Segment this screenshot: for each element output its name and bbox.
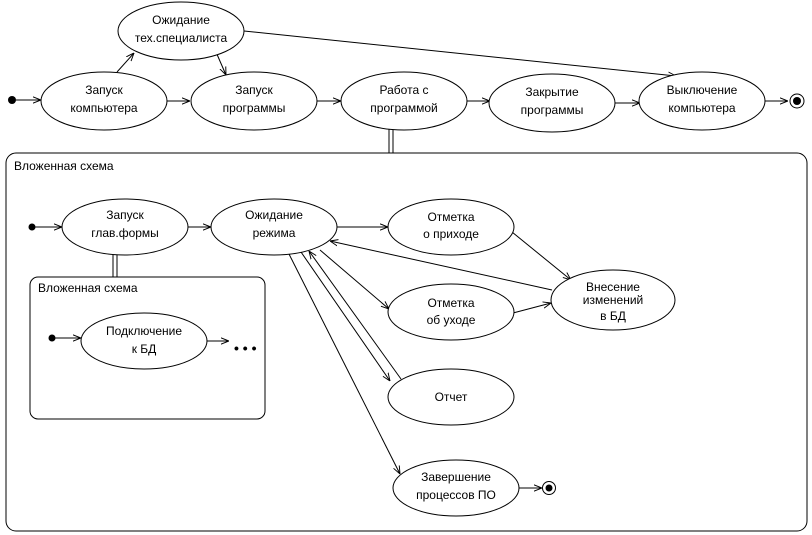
- transition: [330, 241, 553, 291]
- svg-text:Ожидание: Ожидание: [245, 208, 303, 222]
- ellipsis-continuation: • • •: [234, 340, 257, 356]
- svg-text:тех.специалиста: тех.специалиста: [135, 31, 228, 45]
- state-start-main-form: Запуск глав.формы: [61, 198, 189, 256]
- svg-text:программы: программы: [521, 103, 584, 117]
- transition: [215, 51, 226, 75]
- nested-initial-state: [28, 223, 36, 231]
- transition: [300, 251, 390, 381]
- state-start-program: Запуск программы: [190, 71, 318, 131]
- svg-text:Запуск: Запуск: [85, 83, 123, 97]
- initial-state: [8, 96, 16, 104]
- svg-text:процессов ПО: процессов ПО: [416, 488, 496, 502]
- state-wait-tech: Ожидание тех.специалиста: [117, 1, 245, 61]
- transition: [512, 303, 551, 314]
- nested-scheme-inner-title: Вложенная схема: [38, 281, 138, 295]
- svg-text:режима: режима: [253, 226, 296, 240]
- svg-text:Внесение: Внесение: [586, 280, 640, 294]
- svg-text:изменений: изменений: [583, 293, 643, 307]
- nested-final-state: [542, 481, 556, 495]
- svg-text:Отметка: Отметка: [427, 210, 474, 224]
- svg-text:Запуск: Запуск: [235, 83, 273, 97]
- nested-scheme-title: Вложенная схема: [14, 159, 114, 173]
- svg-text:Отметка: Отметка: [427, 296, 474, 310]
- transition: [116, 53, 134, 73]
- svg-text:глав.формы: глав.формы: [91, 226, 159, 240]
- transition: [243, 30, 676, 76]
- svg-text:к БД: к БД: [132, 342, 157, 356]
- state-mark-leave: Отметка об уходе: [387, 283, 515, 341]
- state-wait-mode: Ожидание режима: [210, 198, 338, 256]
- svg-text:Работа с: Работа с: [380, 83, 429, 97]
- state-connect-db: Подключение к БД: [80, 312, 208, 370]
- nested-scheme-frame: [5, 152, 808, 532]
- svg-text:программой: программой: [370, 101, 437, 115]
- svg-text:Завершение: Завершение: [421, 470, 491, 484]
- svg-text:компьютера: компьютера: [668, 101, 736, 115]
- svg-text:программы: программы: [223, 101, 286, 115]
- svg-text:Отчет: Отчет: [435, 390, 468, 404]
- state-report: Отчет: [387, 368, 515, 426]
- svg-text:Закрытие: Закрытие: [525, 85, 579, 99]
- transition: [309, 251, 402, 380]
- final-state: [789, 93, 805, 109]
- state-work-program: Работа с программой: [340, 71, 468, 131]
- state-mark-arrival: Отметка о приходе: [387, 198, 515, 256]
- svg-text:об уходе: об уходе: [427, 313, 476, 327]
- inner-initial-state: [48, 334, 56, 342]
- svg-text:Запуск: Запуск: [106, 208, 144, 222]
- composition-connector-inner: [112, 254, 118, 277]
- svg-text:компьютера: компьютера: [70, 101, 138, 115]
- transition: [511, 231, 571, 280]
- svg-text:Выключение: Выключение: [667, 83, 738, 97]
- transition: [319, 249, 389, 309]
- svg-text:Подключение: Подключение: [106, 324, 182, 338]
- state-db-changes: Внесение изменений в БД: [550, 269, 676, 331]
- state-close-program: Закрытие программы: [488, 73, 616, 133]
- state-finish-processes: Завершение процессов ПО: [392, 459, 520, 517]
- state-shutdown-pc: Выключение компьютера: [638, 71, 766, 131]
- composition-connector-top: [388, 127, 394, 153]
- svg-text:о приходе: о приходе: [423, 227, 479, 241]
- svg-text:в БД: в БД: [600, 309, 626, 323]
- state-start-pc: Запуск компьютера: [40, 71, 168, 131]
- transition: [288, 253, 400, 474]
- svg-text:Ожидание: Ожидание: [152, 13, 210, 27]
